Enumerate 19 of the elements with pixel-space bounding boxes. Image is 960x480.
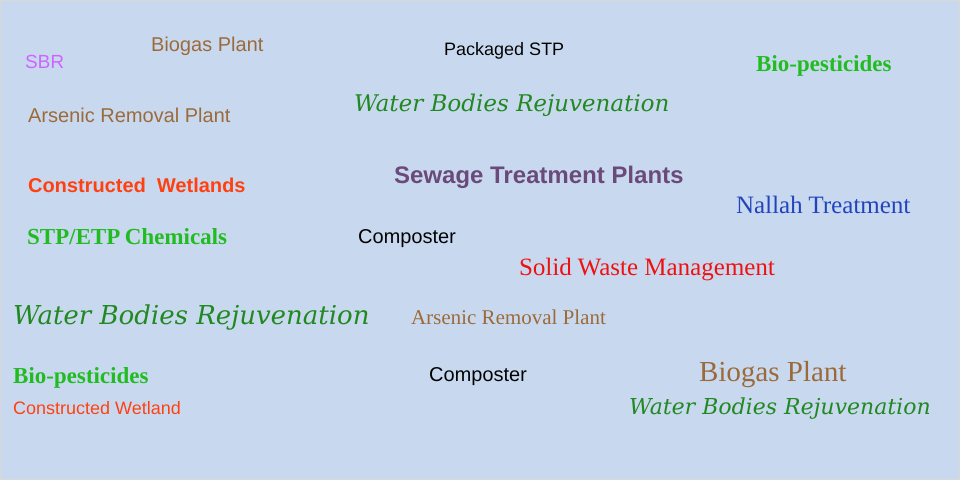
keyword-text: Solid Waste Management bbox=[519, 254, 775, 282]
keyword-text: Biogas Plant bbox=[151, 34, 264, 56]
keyword-text: Packaged STP bbox=[444, 40, 564, 60]
keyword-text: SBR bbox=[25, 53, 64, 74]
keyword-text: Nallah Treatment bbox=[736, 192, 910, 220]
keyword-text: Arsenic Removal Plant bbox=[411, 306, 606, 330]
keyword-text: Bio-pesticides bbox=[756, 51, 892, 76]
keyword-text: Composter bbox=[358, 226, 456, 248]
keyword-text: Constructed Wetland bbox=[13, 399, 181, 419]
keyword-text: Water Bodies Rejuvenation bbox=[13, 302, 370, 331]
keyword-text: Constructed Wetlands bbox=[28, 175, 246, 197]
keyword-text: Bio-pesticides bbox=[13, 363, 148, 388]
keyword-text: Composter bbox=[429, 364, 527, 386]
keyword-text: Arsenic Removal Plant bbox=[28, 105, 230, 127]
keyword-text: Water Bodies Rejuvenation bbox=[629, 396, 931, 420]
keyword-text: Biogas Plant bbox=[699, 357, 846, 389]
keyword-text: STP/ETP Chemicals bbox=[27, 224, 227, 250]
keyword-text: Sewage Treatment Plants bbox=[394, 163, 684, 190]
keyword-text: Water Bodies Rejuvenation bbox=[354, 92, 670, 118]
